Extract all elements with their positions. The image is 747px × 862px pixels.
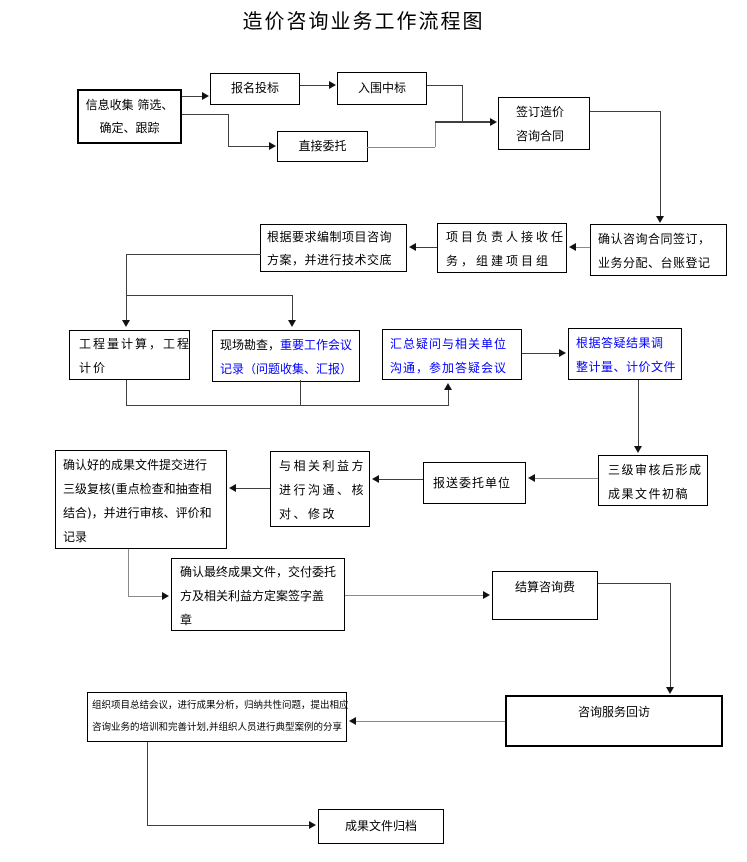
connector-line bbox=[236, 488, 270, 489]
flow-step-info-collection: 信息收集 筛选、 确定、跟踪 bbox=[77, 89, 182, 144]
connector-arrowhead-icon bbox=[372, 475, 379, 483]
connector-line bbox=[126, 295, 293, 296]
site-survey-blue-text: 重要工作会议 bbox=[280, 338, 353, 352]
connector-line bbox=[126, 405, 449, 406]
connector-arrowhead-icon bbox=[666, 687, 674, 694]
connector-arrowhead-icon bbox=[349, 717, 356, 725]
connector-line bbox=[182, 96, 202, 97]
flow-step-service-followup: 咨询服务回访 bbox=[505, 695, 723, 747]
connector-arrowhead-icon bbox=[444, 383, 452, 390]
connector-line bbox=[522, 353, 559, 354]
connector-line bbox=[147, 825, 310, 826]
site-survey-black-text: 现场勘查， bbox=[220, 338, 281, 352]
connector-line bbox=[590, 111, 661, 112]
flow-step-confirm-final-delivery: 确认最终成果文件，交付委托 方及相关利益方定案签字盖 章 bbox=[171, 558, 345, 631]
connector-arrowhead-icon bbox=[288, 320, 296, 327]
flow-step-site-survey: 现场勘查，重要工作会议 记录（问题收集、汇报） bbox=[212, 330, 360, 382]
connector-line bbox=[462, 85, 463, 122]
connector-arrowhead-icon bbox=[490, 118, 497, 126]
flow-step-summarize-questions: 汇总疑问与相关单位 沟通，参加答疑会议 bbox=[382, 329, 522, 380]
flow-step-three-level-review: 三级审核后形成 成果文件初稿 bbox=[598, 455, 708, 506]
connector-line bbox=[435, 121, 490, 123]
flow-step-shortlist-win: 入围中标 bbox=[337, 72, 427, 105]
connector-line bbox=[292, 295, 293, 320]
connector-line bbox=[670, 583, 671, 687]
connector-arrowhead-icon bbox=[202, 92, 209, 100]
flow-step-adjust-documents: 根据答疑结果调 整计量、计价文件 bbox=[568, 328, 682, 380]
connector-arrowhead-icon bbox=[559, 349, 566, 357]
connector-arrowhead-icon bbox=[269, 142, 276, 150]
flow-step-confirm-contract: 确认咨询合同签订， 业务分配、台账登记 bbox=[590, 224, 727, 276]
connector-arrowhead-icon bbox=[528, 474, 535, 482]
connector-line bbox=[598, 583, 671, 584]
connector-line bbox=[228, 114, 229, 147]
connector-line bbox=[128, 596, 162, 597]
connector-line bbox=[576, 247, 590, 248]
connector-line bbox=[126, 254, 127, 320]
connector-arrowhead-icon bbox=[329, 81, 336, 89]
connector-line bbox=[126, 380, 127, 406]
connector-line bbox=[535, 478, 598, 479]
connector-line bbox=[228, 146, 269, 147]
flow-step-project-leader: 项目负责人接收任 务，组建项目组 bbox=[437, 223, 567, 273]
page-title: 造价咨询业务工作流程图 bbox=[242, 9, 485, 33]
connector-line bbox=[379, 479, 423, 480]
connector-line bbox=[147, 742, 148, 826]
flow-step-confirm-and-recheck: 确认好的成果文件提交进行 三级复核(重点检查和抽查相 结合)，并进行审核、评价和… bbox=[55, 450, 227, 549]
flow-step-signup-bid: 报名投标 bbox=[210, 73, 300, 105]
flow-step-project-summary: 组织项目总结会议，进行成果分析，归纳共性问题，提出相应 咨询业务的培训和完善计划… bbox=[87, 692, 349, 742]
connector-arrowhead-icon bbox=[634, 446, 642, 453]
connector-line bbox=[300, 380, 301, 406]
connector-line bbox=[638, 380, 639, 446]
connector-arrowhead-icon bbox=[656, 216, 664, 223]
flow-step-archive-results: 成果文件归档 bbox=[318, 809, 444, 844]
connector-line bbox=[435, 122, 436, 147]
connector-line bbox=[427, 85, 463, 86]
connector-line bbox=[128, 549, 129, 597]
connector-arrowhead-icon bbox=[122, 320, 130, 327]
flow-step-quantity-pricing: 工程量计算，工程 计价 bbox=[69, 330, 190, 380]
connector-line bbox=[300, 85, 329, 86]
connector-arrowhead-icon bbox=[409, 243, 416, 251]
connector-line bbox=[416, 247, 437, 248]
flow-step-submit-to-client: 报送委托单位 bbox=[423, 462, 526, 504]
connector-arrowhead-icon bbox=[483, 591, 490, 599]
connector-line bbox=[448, 390, 449, 405]
connector-arrowhead-icon bbox=[309, 821, 316, 829]
flow-step-stakeholder-communication: 与相关利益方 进行沟通、核 对、修改 bbox=[270, 451, 370, 527]
connector-arrowhead-icon bbox=[229, 484, 236, 492]
connector-line bbox=[660, 111, 661, 216]
connector-line bbox=[345, 595, 483, 596]
flow-step-sign-contract: 签订造价 咨询合同 bbox=[498, 97, 590, 150]
flow-step-prepare-plan: 根据要求编制项目咨询 方案，并进行技术交底 bbox=[260, 224, 407, 272]
flow-step-settle-fee: 结算咨询费 bbox=[492, 571, 598, 620]
connector-line bbox=[367, 147, 435, 148]
connector-arrowhead-icon bbox=[162, 592, 169, 600]
connector-line bbox=[356, 721, 505, 722]
connector-line bbox=[126, 254, 261, 255]
flow-step-direct-commission: 直接委托 bbox=[277, 131, 368, 162]
connector-line bbox=[182, 114, 229, 115]
connector-arrowhead-icon bbox=[569, 243, 576, 251]
